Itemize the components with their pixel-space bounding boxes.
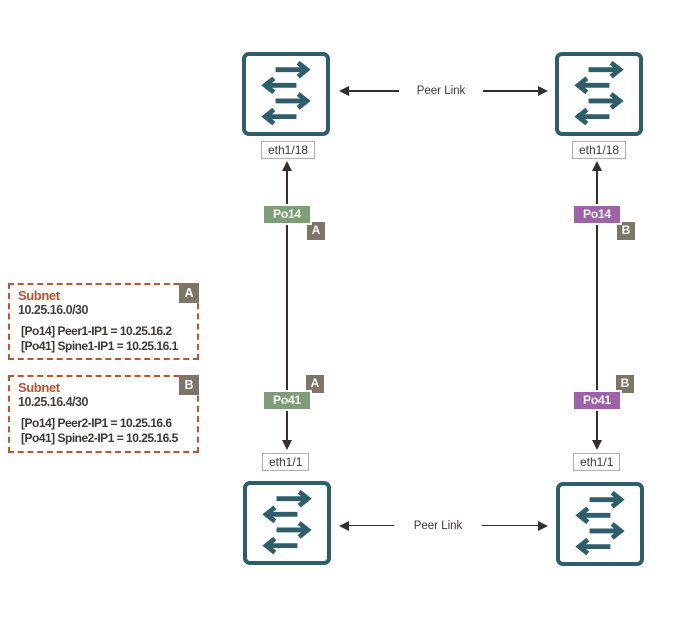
switch-top-left xyxy=(242,52,330,136)
port-channel-badge-po41-left: Po41 xyxy=(262,390,312,411)
port-channel-badge-po14-right: Po14 xyxy=(572,204,622,225)
interface-label-eth11-right: eth1/1 xyxy=(573,453,621,471)
arrowhead-right-icon xyxy=(538,86,548,96)
subnet-entry: [Po41] Spine1-IP1 = 10.25.16.1 xyxy=(21,339,178,353)
port-channel-badge-po41-right: Po41 xyxy=(572,390,622,411)
peer-link-label-bottom: Peer Link xyxy=(394,518,482,534)
subnet-cidr: 10.25.16.0/30 xyxy=(18,303,88,317)
interface-label-eth118-left: eth1/18 xyxy=(261,141,316,159)
arrowhead-down-icon xyxy=(592,440,602,450)
subnet-entry: [Po41] Spine2-IP1 = 10.25.16.5 xyxy=(21,431,178,445)
port-channel-badge-po14-left: Po14 xyxy=(262,204,312,225)
subnet-ref-badge-b-bottom: B xyxy=(614,373,636,395)
subnet-entry: [Po14] Peer2-IP1 = 10.25.16.6 xyxy=(21,416,172,430)
subnet-title: Subnet xyxy=(18,288,60,303)
switch-bottom-right xyxy=(556,482,644,566)
subnet-entries: [Po14] Peer2-IP1 = 10.25.16.6 [Po41] Spi… xyxy=(18,416,193,446)
subnet-title: Subnet xyxy=(18,380,60,395)
peer-link-label-top: Peer Link xyxy=(399,84,483,99)
subnet-entries: [Po14] Peer1-IP1 = 10.25.16.2 [Po41] Spi… xyxy=(18,324,193,354)
arrowhead-up-icon xyxy=(592,161,602,171)
subnet-box-a: Subnet 10.25.16.0/30 [Po14] Peer1-IP1 = … xyxy=(8,283,199,360)
subnet-cidr: 10.25.16.4/30 xyxy=(18,395,88,409)
switch-bottom-left xyxy=(243,481,331,565)
switch-traffic-arrows-icon xyxy=(574,61,624,126)
left-port-channel-line xyxy=(286,169,288,442)
arrowhead-down-icon xyxy=(282,440,292,450)
switch-traffic-arrows-icon xyxy=(575,491,625,556)
subnet-entry: [Po14] Peer1-IP1 = 10.25.16.2 xyxy=(21,324,172,338)
subnet-corner-badge-a: A xyxy=(179,283,199,303)
subnet-ref-badge-a-top: A xyxy=(305,220,327,242)
arrowhead-right-icon xyxy=(538,520,548,531)
arrowhead-left-icon xyxy=(339,86,349,96)
arrowhead-up-icon xyxy=(282,161,292,171)
subnet-corner-badge-b: B xyxy=(179,375,199,395)
switch-top-right xyxy=(555,52,643,136)
interface-label-eth118-right: eth1/18 xyxy=(572,141,627,159)
right-port-channel-line xyxy=(596,169,598,442)
subnet-ref-badge-b-top: B xyxy=(615,220,637,242)
arrowhead-left-icon xyxy=(339,520,349,531)
subnet-ref-badge-a-bottom: A xyxy=(304,373,326,395)
subnet-box-b: Subnet 10.25.16.4/30 [Po14] Peer2-IP1 = … xyxy=(8,375,199,453)
interface-label-eth11-left: eth1/1 xyxy=(262,453,310,471)
switch-traffic-arrows-icon xyxy=(262,490,312,555)
switch-traffic-arrows-icon xyxy=(261,61,311,126)
